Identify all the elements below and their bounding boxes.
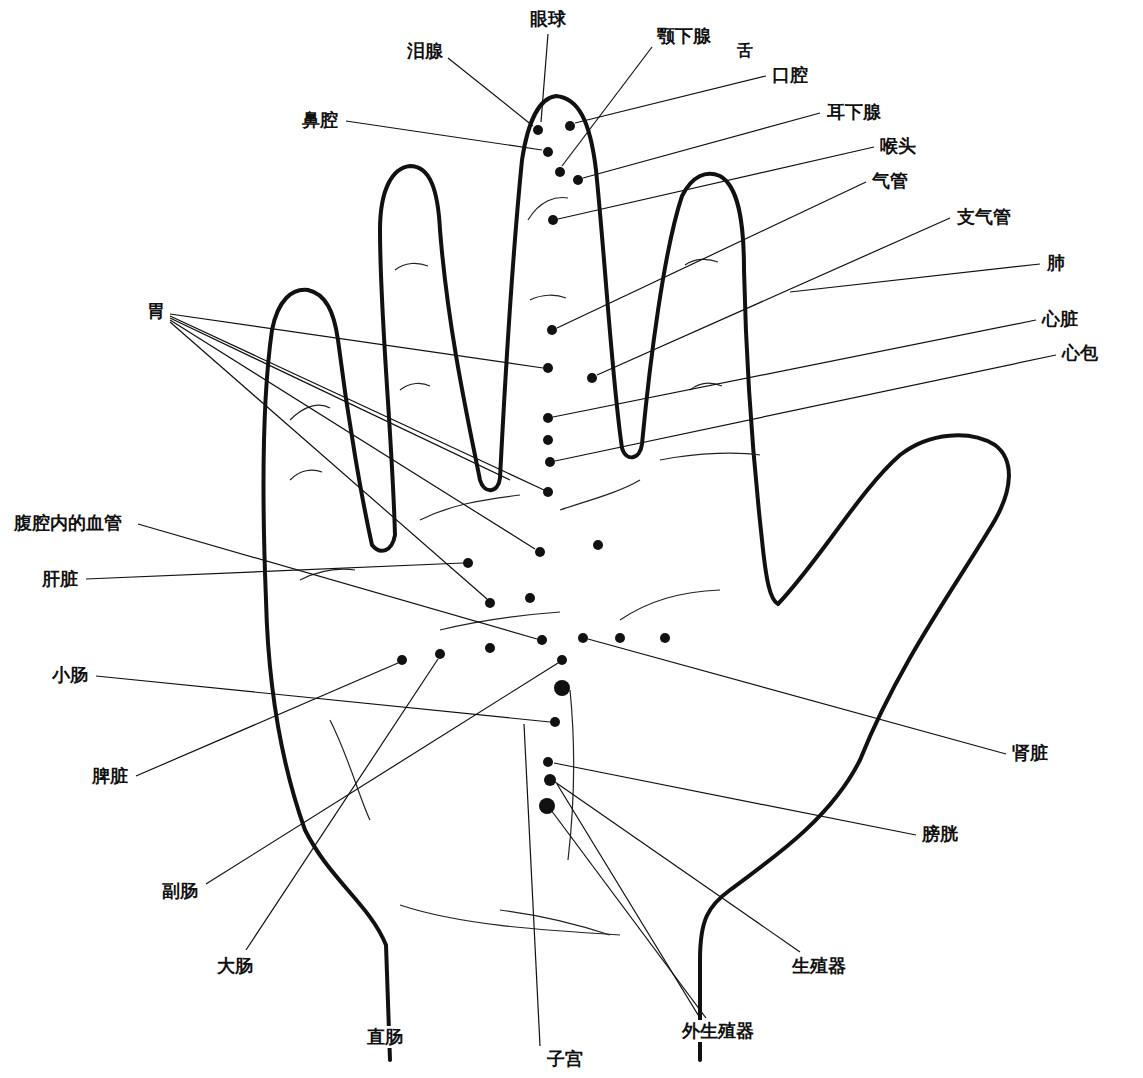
palm-creases xyxy=(290,198,760,935)
organ-label: 小肠 xyxy=(50,664,90,686)
organ-label: 脾脏 xyxy=(90,765,130,787)
organ-label: 生殖器 xyxy=(790,955,848,977)
organ-label: 大肠 xyxy=(215,955,255,977)
organ-label: 支气管 xyxy=(955,206,1013,228)
organ-label: 舌 xyxy=(735,40,755,62)
organ-label: 鼻腔 xyxy=(300,109,340,131)
organ-label: 口腔 xyxy=(770,64,810,86)
organ-label: 直肠 xyxy=(365,1026,405,1048)
organ-label: 心脏 xyxy=(1040,308,1080,330)
leader-lines xyxy=(86,34,1056,1046)
organ-label: 肾脏 xyxy=(1010,742,1050,764)
organ-label: 眼球 xyxy=(528,8,568,30)
hand-outline xyxy=(264,96,1009,1060)
organ-label: 膀胱 xyxy=(920,823,960,845)
organ-label: 喉头 xyxy=(878,135,918,157)
organ-label: 颚下腺 xyxy=(655,25,713,47)
organ-label: 腹腔内的血管 xyxy=(12,512,124,534)
organ-label: 子宫 xyxy=(545,1048,585,1070)
organ-label: 耳下腺 xyxy=(825,101,883,123)
organ-label: 副肠 xyxy=(160,880,200,902)
organ-label: 外生殖器 xyxy=(680,1020,756,1042)
organ-label: 肺 xyxy=(1045,252,1067,274)
organ-label: 胃 xyxy=(145,300,167,322)
organ-label: 肝脏 xyxy=(40,568,80,590)
organ-label: 泪腺 xyxy=(405,40,445,62)
organ-label: 气管 xyxy=(870,170,910,192)
organ-label: 心包 xyxy=(1060,342,1100,364)
